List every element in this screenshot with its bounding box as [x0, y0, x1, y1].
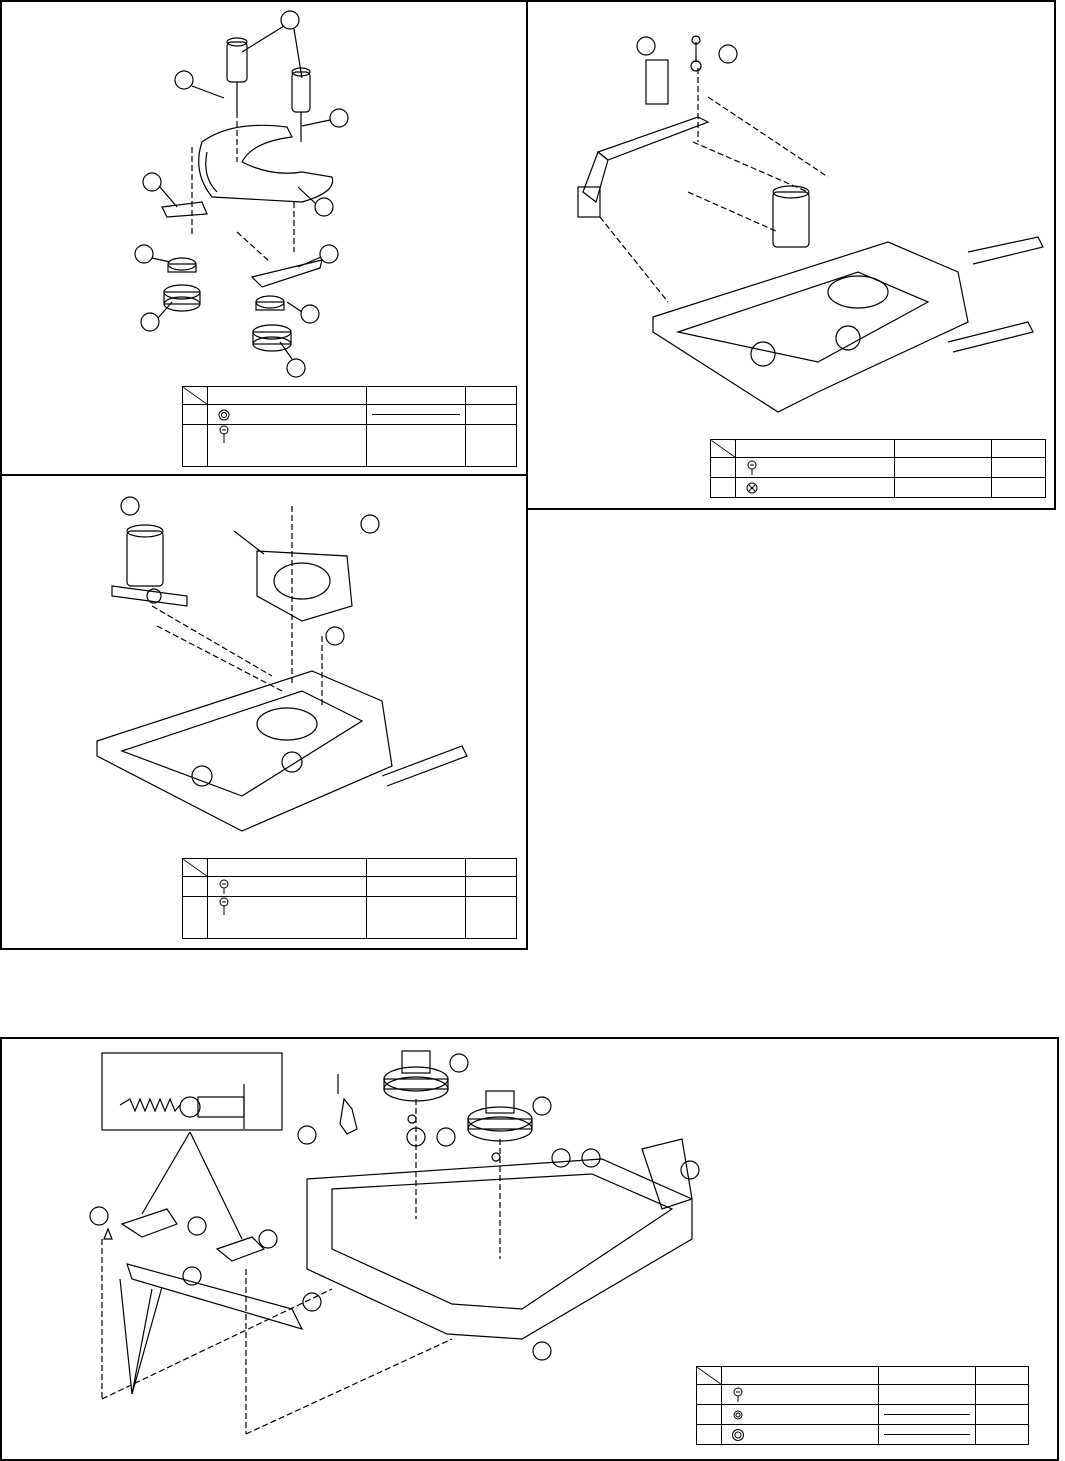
callout-18 [297, 1125, 317, 1145]
callout-26 [258, 1229, 278, 1249]
parts-table-top-left [182, 386, 517, 467]
screw-icon [219, 879, 229, 894]
callout-16 [449, 1053, 469, 1073]
spring-detail-inset [101, 1052, 283, 1131]
parts-table-bottom [696, 1366, 1029, 1445]
callout-14 [360, 514, 380, 534]
callout-13 [120, 496, 140, 516]
callout-23 [680, 1160, 700, 1180]
callout-12 [718, 44, 738, 64]
tape-guide-drawing [134, 10, 349, 378]
callout-3 [329, 108, 349, 128]
ring-icon [218, 409, 230, 420]
callout-9 [300, 304, 320, 324]
mechanism-drawing [577, 35, 1044, 413]
washer-icon [733, 1410, 743, 1419]
callout-15 [325, 626, 345, 646]
parts-table-top-right [710, 439, 1046, 498]
callout-2 [174, 70, 194, 90]
panel-middle-left [0, 474, 528, 950]
callout-11 [636, 36, 656, 56]
callout-8 [140, 312, 160, 332]
callout-22 [581, 1148, 601, 1168]
callout-28 [302, 1292, 322, 1312]
callout-29 [532, 1341, 552, 1361]
screw-icon [733, 1387, 743, 1402]
callout-20 [436, 1127, 456, 1147]
callout-17 [532, 1096, 552, 1116]
callout-25 [187, 1216, 207, 1236]
screw-icon [219, 897, 229, 915]
phillips-screw-icon [746, 482, 758, 493]
callout-27 [182, 1266, 202, 1286]
callout-1 [280, 10, 300, 30]
screw-icon [747, 460, 757, 475]
callout-5 [314, 197, 334, 217]
label-sheet [645, 59, 669, 105]
callout-24 [89, 1206, 109, 1226]
chassis-drawing [89, 1050, 700, 1435]
callout-10 [286, 358, 306, 378]
callout-21 [551, 1148, 571, 1168]
callout-4 [142, 172, 162, 192]
callout-6 [134, 244, 154, 264]
capstan-drawing [96, 496, 468, 832]
panel-top-right [526, 0, 1056, 510]
panel-top-left [0, 0, 528, 476]
parts-table-middle-left [182, 858, 517, 939]
callout-7 [319, 244, 339, 264]
ring-icon [732, 1428, 744, 1441]
screw-icon [219, 425, 229, 443]
panel-bottom [0, 1037, 1059, 1461]
